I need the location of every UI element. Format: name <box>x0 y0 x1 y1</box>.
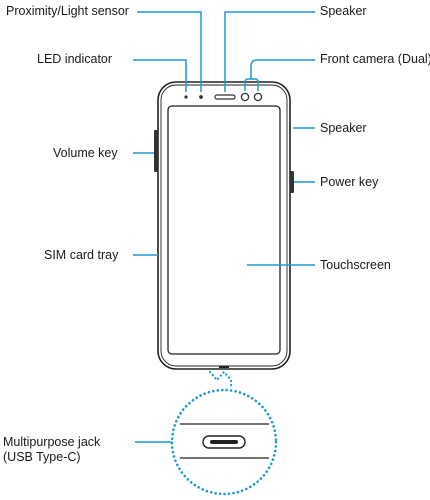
magnified-view <box>170 388 278 496</box>
label-speaker-top: Speaker <box>320 4 367 18</box>
label-proximity-light-sensor: Proximity/Light sensor <box>6 4 129 18</box>
callout-led-indicator <box>133 59 187 92</box>
front-camera-right <box>253 92 263 102</box>
callout-front-camera-link <box>250 59 275 79</box>
label-multipurpose-jack: Multipurpose jack (USB Type-C) <box>3 435 101 464</box>
usb-c-port-inner <box>210 440 238 444</box>
speaker-grille <box>214 94 236 100</box>
label-speaker-side: Speaker <box>320 121 367 135</box>
label-sim-card-tray: SIM card tray <box>44 248 119 262</box>
phone-body <box>154 81 294 370</box>
callout-lines <box>133 11 315 443</box>
power-key <box>290 171 294 193</box>
touchscreen <box>167 105 281 355</box>
magnify-link-line <box>208 370 233 388</box>
label-led-indicator: LED indicator <box>37 52 113 66</box>
label-touchscreen: Touchscreen <box>320 258 391 272</box>
bottom-port-marker <box>219 366 229 368</box>
usb-c-port <box>202 435 246 449</box>
proximity-sensor-dot <box>199 95 203 99</box>
volume-key <box>154 130 158 172</box>
front-camera-left <box>240 92 250 102</box>
callout-speaker-top <box>224 11 315 92</box>
magnify-link <box>208 370 233 388</box>
callout-proximity-sensor <box>137 11 202 92</box>
label-volume-key: Volume key <box>53 146 118 160</box>
label-front-camera: Front camera (Dual) <box>320 52 430 66</box>
label-power-key: Power key <box>320 175 379 189</box>
led-indicator-dot <box>184 95 188 99</box>
